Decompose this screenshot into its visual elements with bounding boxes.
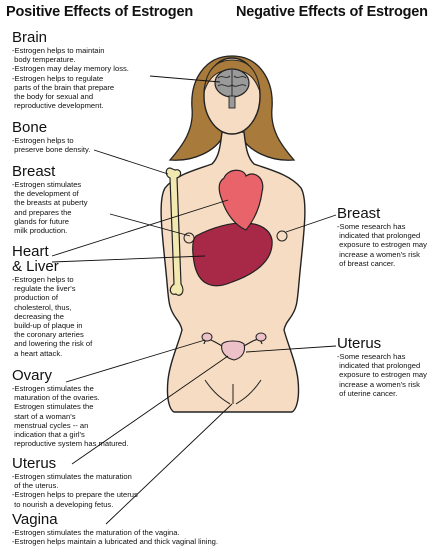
breast-section: Breast -Estrogen stimulates the developm… bbox=[12, 164, 88, 235]
brain-stem bbox=[228, 95, 236, 109]
face bbox=[203, 57, 261, 135]
negative-breast-section: Breast -Some research has indicated that… bbox=[337, 206, 427, 268]
uterus-section: Uterus -Estrogen stimulates the maturati… bbox=[12, 456, 138, 509]
groin-lines bbox=[204, 379, 262, 405]
right-ovary bbox=[255, 332, 267, 342]
negative-uterus-text: -Some research has indicated that prolon… bbox=[337, 352, 427, 398]
right-nipple bbox=[276, 230, 288, 242]
brain-heading: Brain bbox=[12, 29, 48, 46]
ovary-heading: Ovary bbox=[12, 367, 53, 384]
left-nipple bbox=[183, 232, 195, 244]
breast-heading: Breast bbox=[12, 163, 56, 180]
pointer-neg-uterus bbox=[245, 345, 337, 353]
bone-heading: Bone bbox=[12, 119, 48, 136]
positive-effects-title: Positive Effects of Estrogen bbox=[6, 4, 193, 20]
bone-section: Bone -Estrogen helps to preserve bone de… bbox=[12, 120, 90, 154]
heart-liver-text: -Estrogen helps to regulate the liver's … bbox=[12, 275, 93, 358]
brain-section: Brain -Estrogen helps to maintain body t… bbox=[12, 30, 129, 110]
ovary-section: Ovary -Estrogen stimulates the maturatio… bbox=[12, 368, 129, 448]
brain-folds bbox=[217, 70, 247, 96]
hair-fringe bbox=[203, 59, 261, 93]
uterus-heading: Uterus bbox=[12, 455, 57, 472]
heart-heading: Heart bbox=[12, 243, 49, 260]
pointer-breast bbox=[109, 213, 191, 237]
pointer-neg-breast bbox=[285, 214, 337, 233]
left-ovary bbox=[201, 332, 213, 342]
negative-effects-title: Negative Effects of Estrogen bbox=[236, 4, 428, 20]
heart-liver-section: Heart & Liver -Estrogen helps to regulat… bbox=[12, 244, 92, 358]
hair bbox=[168, 55, 296, 161]
heart bbox=[218, 169, 264, 231]
pointer-brain bbox=[149, 75, 221, 83]
uterus-text: -Estrogen stimulates the maturation of t… bbox=[12, 472, 138, 509]
negative-uterus-heading: Uterus bbox=[337, 335, 382, 352]
liver-heading: & Liver bbox=[12, 258, 59, 275]
negative-breast-text: -Some research has indicated that prolon… bbox=[337, 222, 427, 268]
vagina-section: Vagina -Estrogen stimulates the maturati… bbox=[12, 512, 218, 546]
fallopian-tubes bbox=[203, 338, 263, 347]
bone-text: -Estrogen helps to preserve bone density… bbox=[12, 136, 91, 155]
brain bbox=[214, 68, 250, 98]
negative-uterus-section: Uterus -Some research has indicated that… bbox=[337, 336, 427, 398]
vagina-heading: Vagina bbox=[12, 511, 58, 528]
negative-breast-heading: Breast bbox=[337, 205, 381, 222]
breast-text: -Estrogen stimulates the development of … bbox=[12, 180, 88, 236]
pointer-bone bbox=[93, 149, 169, 175]
bone bbox=[165, 167, 184, 296]
liver bbox=[192, 222, 273, 287]
ovary-text: -Estrogen stimulates the maturation of t… bbox=[12, 384, 129, 449]
vagina-text: -Estrogen stimulates the maturation of t… bbox=[12, 528, 218, 547]
brain-text: -Estrogen helps to maintain body tempera… bbox=[12, 46, 129, 111]
body-outline bbox=[160, 131, 306, 413]
uterus bbox=[221, 340, 246, 361]
